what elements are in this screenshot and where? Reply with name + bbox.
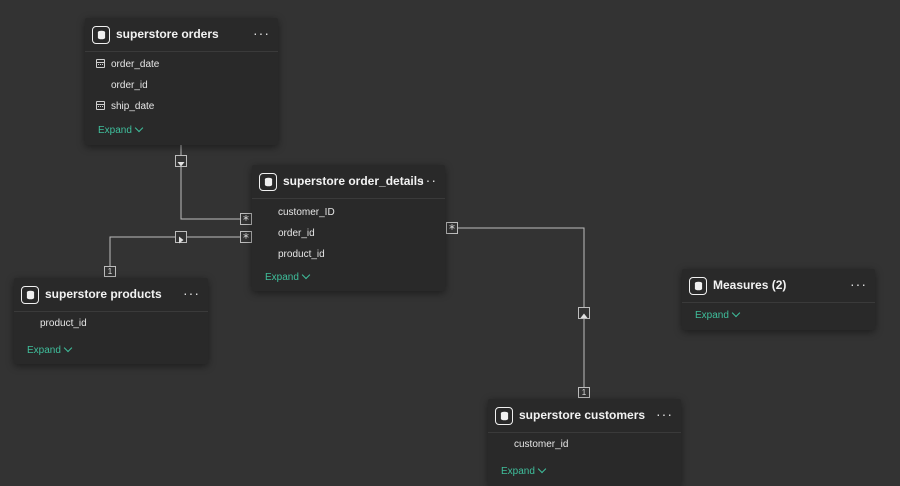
expand-label: Expand — [98, 125, 132, 136]
expand-button[interactable]: Expand — [27, 343, 73, 356]
field-row[interactable]: order_id — [85, 75, 278, 96]
field-row[interactable]: product_id — [14, 313, 208, 334]
chevron-down-icon — [63, 343, 73, 353]
expand-button[interactable]: Expand — [98, 123, 144, 136]
more-options-icon[interactable]: ··· — [253, 25, 270, 41]
field-row[interactable]: order_id — [252, 223, 445, 244]
cardinality-one-marker: 1 — [578, 387, 590, 398]
chevron-down-icon — [537, 464, 547, 474]
database-icon — [689, 277, 707, 295]
database-icon — [92, 26, 110, 44]
expand-label: Expand — [27, 345, 61, 356]
more-options-icon[interactable]: ··· — [850, 276, 867, 292]
database-icon — [259, 173, 277, 191]
filter-direction-down-icon[interactable] — [175, 155, 187, 167]
cardinality-many-marker: * — [240, 231, 252, 244]
expand-label: Expand — [501, 466, 535, 477]
field-name: order_id — [111, 80, 148, 91]
field-name: order_date — [111, 59, 160, 70]
cardinality-one-marker: 1 — [104, 266, 116, 277]
table-title: superstore customers — [519, 408, 646, 422]
field-name: product_id — [278, 249, 325, 260]
filter-direction-right-icon[interactable] — [175, 231, 187, 244]
expand-button[interactable]: Expand — [265, 270, 311, 283]
field-name: customer_ID — [278, 207, 335, 218]
relationship-line-orders-details — [180, 145, 246, 220]
table-card-customers[interactable]: superstore customers ··· customer_id Exp… — [488, 399, 681, 486]
table-title: superstore orders — [116, 27, 219, 41]
database-icon — [495, 407, 513, 425]
cardinality-many-marker: * — [240, 213, 252, 226]
table-header[interactable]: Measures (2) ··· — [682, 269, 875, 303]
table-card-products[interactable]: superstore products ··· product_id Expan… — [14, 278, 208, 364]
relationship-line-details-customers — [452, 227, 585, 389]
database-icon — [21, 286, 39, 304]
chevron-down-icon — [301, 270, 311, 280]
field-row[interactable]: ship_date — [85, 96, 278, 117]
field-row[interactable]: product_id — [252, 244, 445, 265]
field-name: order_id — [278, 228, 315, 239]
calendar-icon — [96, 101, 105, 110]
expand-button[interactable]: Expand — [501, 464, 547, 477]
field-row[interactable]: customer_ID — [252, 202, 445, 223]
expand-label: Expand — [265, 272, 299, 283]
chevron-down-icon — [731, 308, 741, 318]
field-row[interactable]: customer_id — [488, 434, 681, 455]
table-title: Measures (2) — [713, 278, 787, 292]
table-title: superstore order_details — [283, 174, 424, 188]
field-row[interactable]: order_date — [85, 54, 278, 75]
field-name: ship_date — [111, 101, 155, 112]
filter-direction-up-icon[interactable] — [578, 307, 590, 319]
cardinality-many-marker: * — [446, 222, 458, 235]
table-card-orders[interactable]: superstore orders ··· order_date order_i… — [85, 18, 278, 145]
relationship-line-products-details — [109, 236, 246, 268]
field-name: customer_id — [514, 439, 569, 450]
table-header[interactable]: superstore orders ··· — [85, 18, 278, 52]
expand-button[interactable]: Expand — [695, 308, 741, 321]
table-header[interactable]: superstore customers ··· — [488, 399, 681, 433]
table-header[interactable]: superstore order_details ··· — [252, 165, 445, 199]
calendar-icon — [96, 59, 105, 68]
table-header[interactable]: superstore products ··· — [14, 278, 208, 312]
more-options-icon[interactable]: ··· — [656, 406, 673, 422]
table-card-order-details[interactable]: superstore order_details ··· customer_ID… — [252, 165, 445, 291]
more-options-icon[interactable]: ··· — [183, 285, 200, 301]
chevron-down-icon — [134, 123, 144, 133]
more-options-icon[interactable]: ··· — [420, 172, 437, 188]
table-title: superstore products — [45, 287, 162, 301]
expand-label: Expand — [695, 310, 729, 321]
table-card-measures[interactable]: Measures (2) ··· Expand — [682, 269, 875, 330]
field-name: product_id — [40, 318, 87, 329]
